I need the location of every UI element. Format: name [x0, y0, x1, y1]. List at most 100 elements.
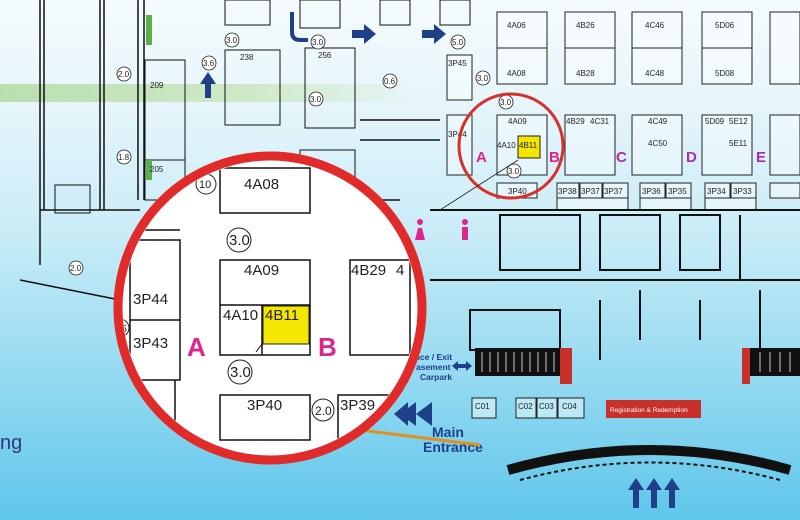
booth-label: 4A08	[244, 176, 279, 193]
booth-label: 3P37	[604, 187, 623, 196]
svg-text:10: 10	[199, 179, 211, 191]
main-entrance-label: Main	[432, 424, 464, 440]
entrance-chevron-icon	[394, 402, 408, 426]
distance-marker: 3.0	[475, 70, 491, 86]
distance-marker: 2.0	[116, 66, 132, 82]
booth-label: 3P34	[707, 187, 726, 196]
svg-text:3.0: 3.0	[477, 74, 489, 83]
svg-text:3.0: 3.0	[310, 95, 322, 104]
distance-marker: 10	[195, 173, 217, 195]
svg-text:3.0: 3.0	[230, 364, 251, 381]
booth-label: 4A10	[223, 307, 258, 324]
booth-label: 4B11	[519, 141, 538, 150]
booth-label: 4C46	[645, 21, 665, 30]
svg-text:3.0: 3.0	[312, 38, 324, 47]
distance-marker: 5.0	[450, 34, 466, 50]
booth-label: 205	[150, 165, 164, 174]
booth-label: 3P37	[581, 187, 600, 196]
booth-label: 5D08	[715, 69, 735, 78]
arrow-right-icon	[352, 24, 446, 44]
booth-label: 256	[318, 51, 332, 60]
booth-label: C03	[539, 402, 554, 411]
svg-text:2.0: 2.0	[315, 404, 332, 418]
booth-label: 3P38	[558, 187, 577, 196]
distance-marker: 1.8	[116, 149, 132, 165]
leader-line	[439, 159, 519, 211]
booth-label: 3P45	[448, 59, 467, 68]
booth-label: 4B26	[576, 21, 595, 30]
distance-marker: 0.6	[382, 73, 398, 89]
distance-marker: 3.6	[201, 55, 217, 71]
booth-label: 4C50	[648, 139, 668, 148]
distance-marker: 2.0	[68, 260, 84, 276]
svg-text:1.8: 1.8	[118, 153, 130, 162]
booth-label: 4A10	[497, 141, 516, 150]
booth-label: 3P43	[133, 335, 168, 352]
distance-marker: 2.0	[311, 398, 335, 422]
hall-label-a: A	[476, 149, 487, 166]
entrance-path	[359, 428, 481, 447]
booth-label: 4A09	[508, 117, 527, 126]
arrow-up-icon	[200, 72, 216, 98]
booth-label: 3P36	[642, 187, 661, 196]
booth-label: C04	[562, 402, 577, 411]
carpark-label: Carpark	[420, 372, 452, 382]
booth-label: 4A08	[507, 69, 526, 78]
double-arrow-icon	[452, 361, 472, 371]
booth-label: C01	[475, 402, 490, 411]
green-accent	[146, 15, 152, 45]
canopy	[506, 445, 792, 475]
hall-label-a-zoom: A	[187, 332, 206, 362]
svg-text:5.0: 5.0	[452, 38, 464, 47]
registration-desk	[606, 400, 701, 418]
carpark-label: asement	[416, 362, 451, 372]
distance-marker: 3.0	[308, 91, 324, 107]
booth-label: 4	[396, 262, 404, 279]
svg-text:3.0: 3.0	[500, 98, 512, 107]
carpark-label: ance / Exit	[410, 352, 452, 362]
booth-label: 5D06	[715, 21, 735, 30]
booth-label: 4C31	[590, 117, 610, 126]
distance-marker: 3.0	[498, 94, 514, 110]
booth-label: C02	[518, 402, 533, 411]
hall-label-e: E	[756, 149, 766, 166]
booth-label: 3P33	[733, 187, 752, 196]
booth-label: 4A06	[507, 21, 526, 30]
turn-arrow-icon	[290, 12, 308, 42]
hall-label-b: B	[549, 149, 560, 166]
booth-label: 3P44	[448, 130, 467, 139]
booth-label: 3P44	[133, 291, 168, 308]
svg-text:3.0: 3.0	[508, 167, 520, 176]
distance-marker: 3.0	[226, 227, 252, 253]
registration-label: Registration & Redemption	[610, 407, 688, 414]
map-highlight-ring	[457, 92, 565, 200]
booth-label: 5E12	[729, 117, 748, 126]
escalator-icon	[475, 348, 800, 384]
svg-text:2.0: 2.0	[70, 264, 82, 273]
slogan-text: ng	[0, 432, 23, 454]
booth-label: 4B29	[351, 262, 386, 279]
booth-label: 4C48	[645, 69, 665, 78]
booth-label: 3P35	[668, 187, 687, 196]
hall-label-d: D	[686, 149, 697, 166]
distance-marker: 3.0	[224, 32, 240, 48]
svg-text:3.0: 3.0	[229, 232, 250, 249]
hall-walls	[430, 209, 800, 360]
distance-marker: 3.0	[310, 34, 326, 50]
highlighted-booth-zoom	[262, 305, 310, 345]
distance-marker: 3.0	[227, 359, 253, 385]
hall-label-c: C	[616, 149, 627, 166]
highlighted-booth	[517, 135, 541, 159]
booth-label: 3P40	[508, 187, 527, 196]
booth-label: 3P39	[340, 397, 375, 414]
booth-label: 238	[240, 53, 254, 62]
svg-text:0.6: 0.6	[384, 77, 396, 86]
green-accent	[146, 160, 152, 180]
arrow-up-icon	[628, 478, 680, 508]
booth-label: 4A09	[244, 262, 279, 279]
hall-label-b-zoom: B	[318, 332, 337, 362]
svg-text:1.5: 1.5	[113, 324, 127, 335]
booth-label: 209	[150, 81, 164, 90]
